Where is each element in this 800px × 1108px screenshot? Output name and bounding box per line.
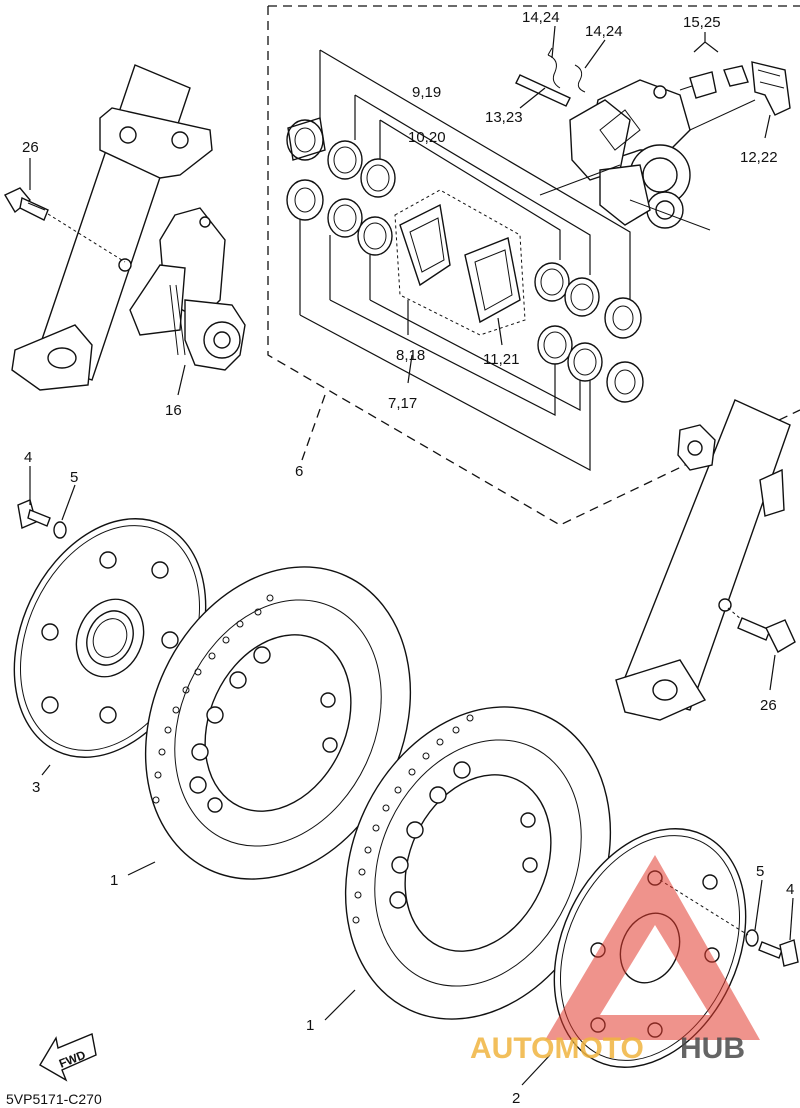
callout-leaders — [29, 25, 794, 1086]
assembly-leader-lines — [539, 99, 756, 231]
brake-disc-1-upper — [144, 566, 412, 880]
pistons-and-seals-right — [534, 262, 644, 403]
callout-14-24-b: 14,24 — [585, 23, 623, 40]
callout-5-right: 5 — [756, 863, 764, 880]
caliper-kit-boundary — [267, 5, 800, 526]
callout-12-22: 12,22 — [740, 149, 778, 166]
callout-8-18: 8,18 — [396, 347, 425, 364]
bolt-4-and-washer-5-right — [659, 879, 799, 967]
callout-6: 6 — [295, 463, 303, 480]
right-fork-leg — [615, 399, 791, 721]
callout-10-20: 10,20 — [408, 129, 446, 146]
callout-9-19: 9,19 — [412, 84, 441, 101]
bleed-screw-and-cap — [679, 65, 749, 99]
callout-5-left: 5 — [70, 469, 78, 486]
pad-spring — [751, 61, 791, 116]
callout-1-a: 1 — [110, 872, 118, 889]
callout-7-17: 7,17 — [388, 395, 417, 412]
callout-labels: 14,24 14,24 15,25 9,19 10,20 13,23 12,22… — [22, 9, 794, 1107]
callout-26-right: 26 — [760, 697, 777, 714]
watermark-triangle — [545, 855, 760, 1040]
callout-14-24-a: 14,24 — [522, 9, 560, 26]
callout-4-left: 4 — [24, 449, 32, 466]
callout-26-top: 26 — [22, 139, 39, 156]
watermark-text-a: AUTOMOTO — [470, 1032, 644, 1065]
pad-pin-and-clips — [515, 47, 586, 107]
caliper-assembly-16 — [129, 207, 246, 371]
bolt-26-top — [4, 187, 126, 263]
brake-pads — [394, 189, 526, 336]
fwd-arrow: FWD — [39, 1033, 97, 1082]
callout-4-right: 4 — [786, 881, 794, 898]
callout-1-b: 1 — [306, 1017, 314, 1034]
callout-3: 3 — [32, 779, 40, 796]
bolt-4-and-washer-5-left — [17, 499, 67, 539]
pistons-and-seals-left — [286, 117, 396, 256]
diagram-code: 5VP5171-C270 — [6, 1091, 102, 1107]
caliper-body-exploded — [569, 79, 691, 229]
callout-16: 16 — [165, 402, 182, 419]
bolt-26-right — [727, 607, 796, 653]
callout-bracket-lines — [299, 49, 631, 472]
brake-disc-1-lower — [344, 706, 612, 1020]
watermark-logo: AUTOMOTO HUB — [470, 855, 760, 1065]
callout-11-21: 11,21 — [483, 351, 519, 368]
watermark-text-b: HUB — [680, 1032, 745, 1065]
callout-2: 2 — [512, 1090, 520, 1107]
left-fork-leg — [11, 64, 213, 391]
callout-13-23: 13,23 — [485, 109, 523, 126]
callout-15-25: 15,25 — [683, 14, 721, 31]
